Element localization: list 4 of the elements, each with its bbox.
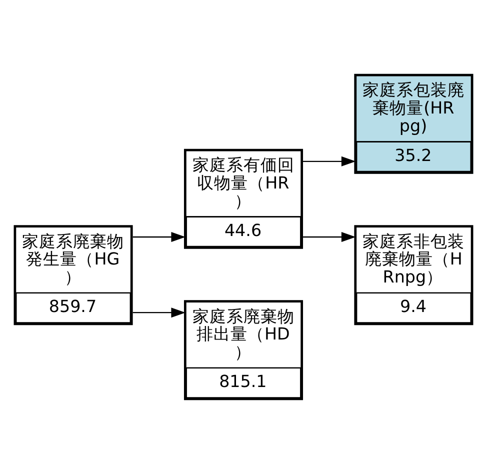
arrow: [132, 232, 186, 242]
arrow: [302, 232, 356, 242]
arrow: [132, 308, 186, 318]
arrow: [302, 156, 356, 166]
